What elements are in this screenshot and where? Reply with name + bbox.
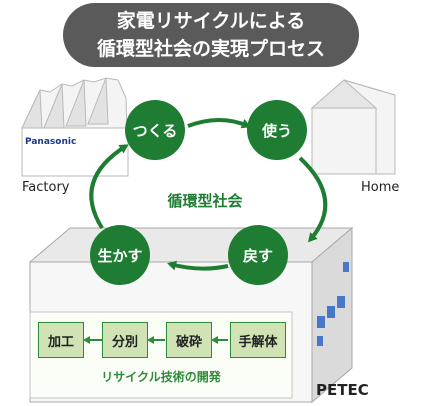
cycle-center-label: 循環型社会: [167, 192, 243, 210]
panasonic-logo: Panasonic: [25, 137, 77, 147]
arrow-make-to-use: [187, 118, 251, 129]
home-illustration: [310, 79, 396, 175]
step-crushing: 破砕: [166, 322, 212, 358]
node-make: つくる: [125, 100, 185, 160]
title-line-2: 循環型社会の実現プロセス: [96, 38, 325, 60]
recycling-tech-caption: リサイクル技術の開発: [101, 370, 221, 384]
company-label: PETEC: [316, 381, 369, 399]
factory-illustration: [21, 77, 129, 177]
factory-label: Factory: [22, 180, 70, 195]
node-return: 戻す: [228, 225, 288, 285]
node-use: 使う: [247, 100, 307, 160]
diagram-title: 家電リサイクルによる 循環型社会の実現プロセス: [63, 3, 359, 67]
title-line-1: 家電リサイクルによる: [116, 10, 306, 32]
node-utilize: 生かす: [90, 225, 150, 285]
arrow-utilize-to-make: [89, 144, 129, 230]
step-sorting: 分別: [102, 322, 148, 358]
arrow-use-to-return: [298, 156, 328, 243]
step-processing: 加工: [38, 322, 84, 358]
arrow-return-to-utilize: [167, 260, 229, 271]
home-label: Home: [361, 180, 400, 195]
step-manual-dismantling: 手解体: [230, 322, 286, 358]
cycle-arrows: [89, 118, 328, 271]
